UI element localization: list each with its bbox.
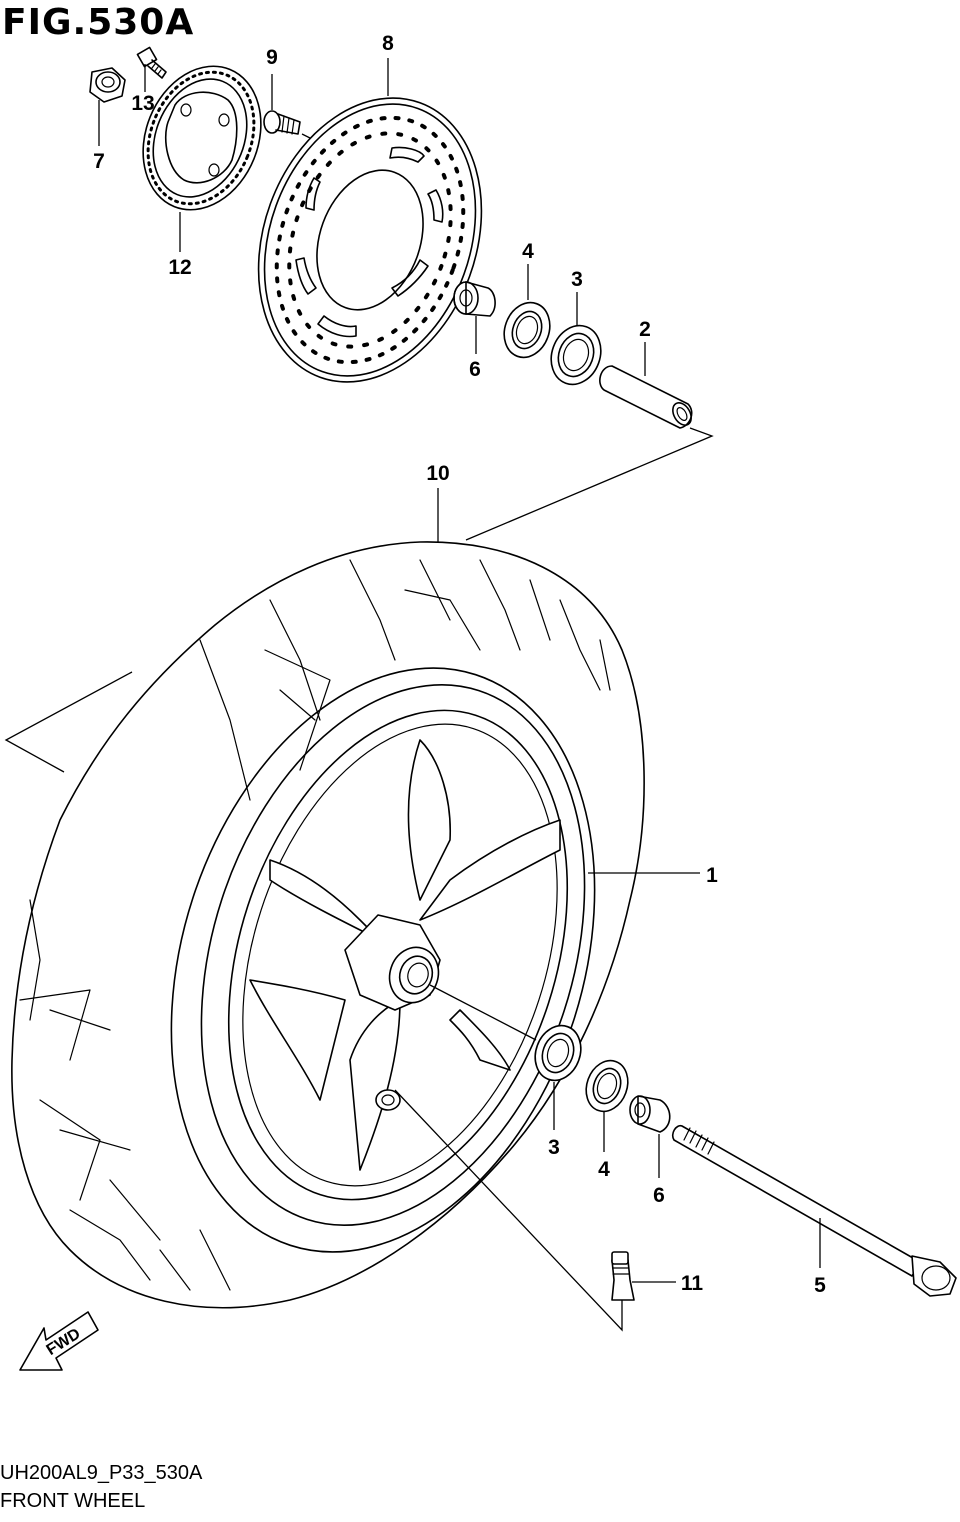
part-4-seal-upper (503, 264, 551, 359)
part-3-bearing-upper (550, 292, 602, 386)
callout-7: 7 (93, 150, 105, 173)
callout-6a: 6 (469, 358, 481, 381)
part-9-disc-bolt (263, 74, 315, 141)
part-12-sensor-ring (142, 65, 262, 252)
fwd-arrow: FWD (19, 1311, 99, 1371)
callout-4a: 4 (522, 240, 534, 263)
part-6-collar-lower (629, 1095, 671, 1178)
part-11-valve (611, 1251, 676, 1301)
figure-code: UH200AL9_P33_530A (0, 1462, 203, 1484)
callout-1: 1 (706, 864, 718, 887)
callout-4b: 4 (598, 1158, 610, 1181)
figure-title: FIG.530A (2, 2, 195, 43)
callout-3b: 3 (548, 1136, 560, 1159)
part-6-collar-upper (453, 281, 496, 354)
figure-name: FRONT WHEEL (0, 1490, 146, 1512)
part-4-seal-lower (585, 1059, 629, 1152)
part-5-axle (671, 1124, 957, 1297)
assembly-leader-2 (465, 427, 714, 541)
callout-12: 12 (168, 256, 191, 279)
callout-9: 9 (266, 46, 278, 69)
callout-13: 13 (131, 92, 154, 115)
wheel-assembly (4, 488, 700, 1309)
callout-11: 11 (681, 1272, 704, 1295)
callout-2: 2 (639, 318, 651, 341)
axle-centerline (429, 984, 537, 1041)
part-7-nut (89, 67, 126, 146)
valve-leader (394, 1089, 623, 1332)
callout-5: 5 (814, 1274, 826, 1297)
callout-3a: 3 (571, 268, 583, 291)
callout-8: 8 (382, 32, 394, 55)
part-3-bearing-lower (534, 1024, 582, 1130)
part-13-bolt (136, 46, 167, 92)
callout-10: 10 (426, 462, 449, 485)
callout-6b: 6 (653, 1184, 665, 1207)
part-8-brake-disc (257, 58, 483, 383)
part-2-spacer-tube (599, 342, 693, 429)
